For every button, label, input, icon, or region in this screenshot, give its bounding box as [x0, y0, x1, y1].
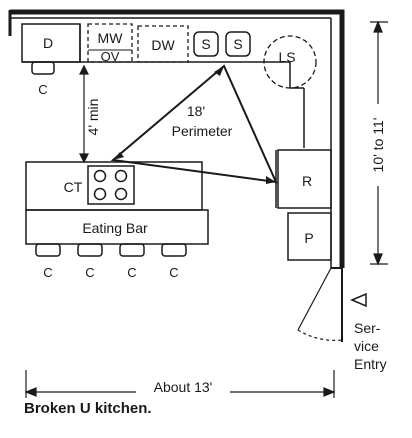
right-dimension-label: 10' to 11': [370, 118, 386, 173]
sink-left: S: [193, 31, 219, 57]
sink-right: S: [225, 31, 251, 57]
service-label-2: vice: [354, 338, 379, 354]
entry-arrow-icon: [350, 292, 367, 308]
eating-bar-label: Eating Bar: [82, 220, 148, 236]
dishwasher-unit: D: [43, 35, 53, 51]
min-clearance-dimension: [79, 64, 89, 164]
bar-chair-4-label: C: [169, 265, 178, 280]
island: [25, 161, 209, 245]
perimeter-label: Perimeter: [172, 123, 233, 139]
perimeter-length: 18': [187, 103, 205, 119]
lazy-susan-label: LS: [278, 49, 295, 65]
min-clearance-label: 4' min: [85, 99, 101, 136]
top-chair: C: [31, 61, 55, 97]
right-dimension-gap: [369, 104, 387, 186]
microwave-oven: MW OV: [87, 23, 133, 64]
refrigerator: R: [275, 149, 332, 209]
bar-chairs: [35, 243, 187, 257]
bar-chair-1-label: C: [43, 265, 52, 280]
triangle-arrows: [113, 66, 276, 184]
lazy-susan: LS: [263, 35, 317, 89]
cooktop-label: CT: [64, 179, 83, 195]
bar-chair-2-label: C: [85, 265, 94, 280]
microwave-label: MW: [98, 30, 124, 46]
figure-caption: Broken U kitchen.: [24, 400, 152, 417]
service-door: [297, 267, 343, 342]
bottom-dimension-gap: [136, 380, 230, 396]
cooktop: CT: [64, 165, 135, 205]
service-label-1: Ser-: [354, 320, 381, 336]
sink-right-label: S: [233, 36, 242, 52]
dishwasher-dw: DW: [137, 25, 189, 63]
dw-label: DW: [151, 37, 175, 53]
oven-label: OV: [101, 49, 120, 64]
sink-left-label: S: [201, 36, 210, 52]
pantry: P: [287, 212, 332, 261]
outer-wall: [8, 9, 345, 268]
bar-chair-3-label: C: [127, 265, 136, 280]
bottom-dimension-label: About 13': [154, 379, 213, 395]
work-triangle: [110, 64, 278, 184]
dishwasher-label: D: [43, 35, 53, 51]
service-label-3: Entry: [354, 356, 387, 372]
top-chair-label: C: [38, 82, 47, 97]
pantry-label: P: [304, 230, 313, 246]
refrigerator-label: R: [302, 173, 312, 189]
